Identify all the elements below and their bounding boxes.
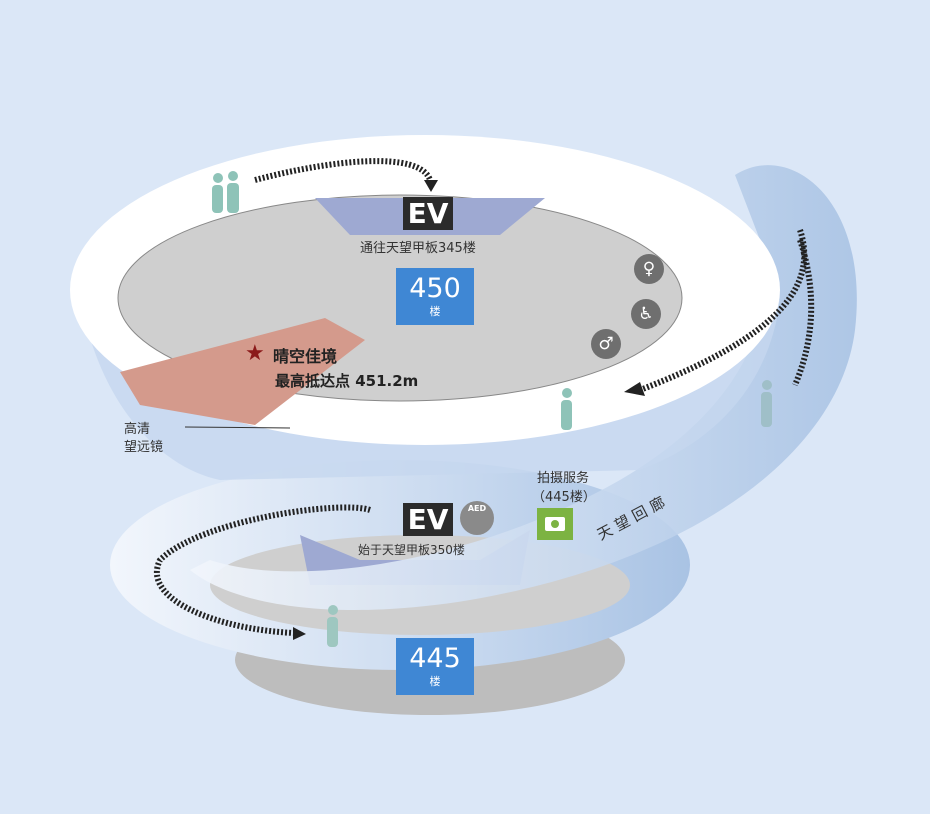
lower-ev-caption: 始于天望甲板350楼 xyxy=(358,543,465,557)
star-icon: ★ xyxy=(245,341,265,366)
telescope-label-2: 望远镜 xyxy=(124,440,164,455)
route-arrows xyxy=(154,158,815,636)
skywalk-ribbon xyxy=(190,165,857,611)
visitors-icon xyxy=(212,171,239,213)
lower-ev-badge: EV xyxy=(403,503,453,536)
floor-unit: 楼 xyxy=(429,674,441,688)
female-restroom-icon: ♀ xyxy=(634,254,664,284)
highlight-area xyxy=(120,318,365,425)
photo-service-label: 拍摄服务 xyxy=(537,471,590,486)
photo-service-floor: （445楼） xyxy=(532,490,596,505)
upper-ev-caption: 通往天望甲板345楼 xyxy=(360,241,476,256)
walking-person-lower-icon xyxy=(327,605,338,647)
male-restroom-icon: ♂ xyxy=(591,329,621,359)
walking-person-icon xyxy=(561,388,572,430)
upper-ev-badge: EV xyxy=(403,197,453,230)
highlight-subtitle: 最高抵达点 451.2m xyxy=(275,372,419,390)
camera-icon xyxy=(537,508,573,540)
floor-number: 450 xyxy=(409,272,461,304)
telescope-label-1: 高清 xyxy=(124,422,151,437)
aed-icon: AED xyxy=(460,501,494,535)
skywalk-visitors-icon xyxy=(761,380,772,427)
wheelchair-icon: ♿ xyxy=(631,299,661,329)
floor-number: 445 xyxy=(409,642,461,674)
highlight-title: 晴空佳境 xyxy=(273,347,338,366)
floor-unit: 楼 xyxy=(429,304,441,318)
